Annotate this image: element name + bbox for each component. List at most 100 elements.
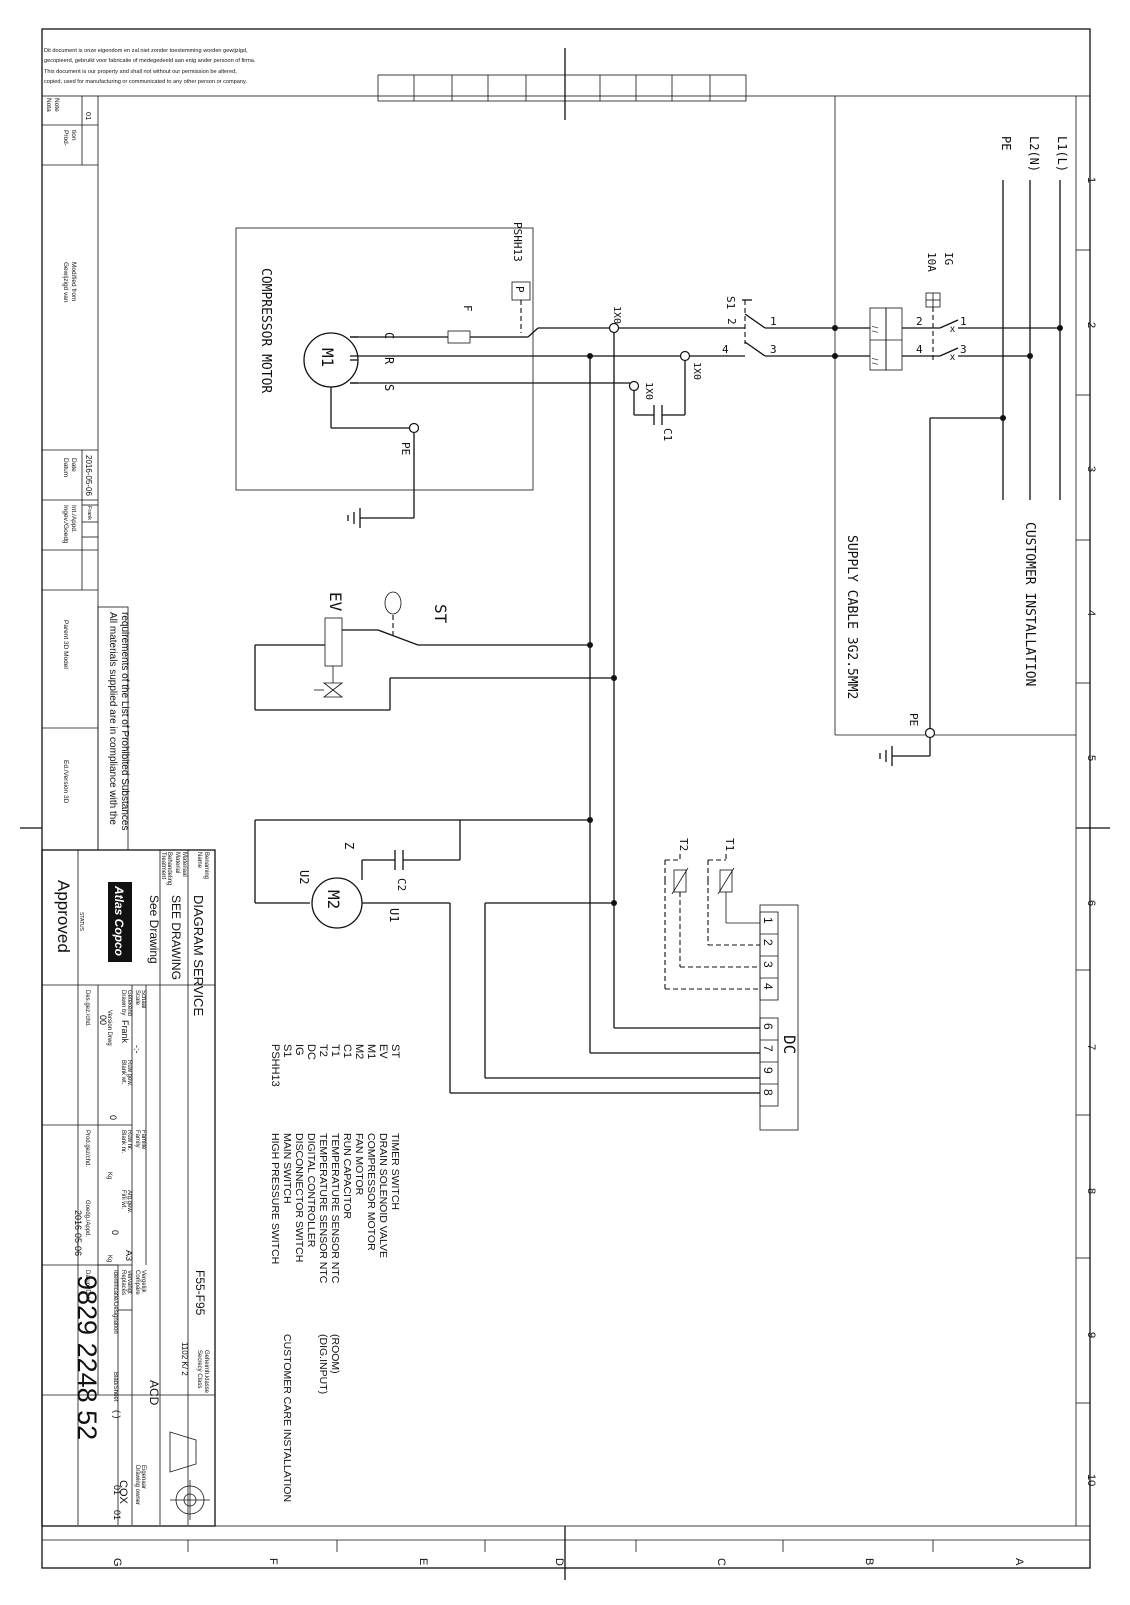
c2-label: C2 xyxy=(395,878,408,891)
zone-letter: E xyxy=(417,1558,429,1565)
atlas-copco-logo: Atlas Copco xyxy=(108,882,132,962)
ig-terminal-3: 3 xyxy=(960,343,967,356)
legend-code: S1 xyxy=(281,1044,293,1057)
supply-cable-label: SUPPLY CABLE 3G2.5MM2 xyxy=(844,535,859,699)
s1-main-switch: 1 2 3 4 S1 xyxy=(722,296,870,359)
m1-pe-label: PE xyxy=(399,442,412,455)
rev-parent: Parent 3D Model xyxy=(62,620,69,669)
sheet-a: 01 xyxy=(112,1485,122,1495)
svg-text:x: x xyxy=(950,352,955,363)
rev-number: 01 xyxy=(84,112,93,120)
s1-terminal-4: 4 xyxy=(722,343,729,356)
rev-tion: tion xyxy=(70,130,77,141)
legend-code: ST xyxy=(389,1044,401,1058)
s1-terminal-3: 3 xyxy=(770,343,777,356)
fan-motor: M2 U2 U1 Z C2 xyxy=(254,817,760,1094)
legend-code: EV xyxy=(377,1044,389,1059)
legend-desc: FAN MOTOR xyxy=(353,1133,365,1196)
motor-s-label: S xyxy=(382,384,396,391)
tb-fini-wt: Fini wt. xyxy=(120,1190,126,1209)
tb-afg-gew: Afg.gew. xyxy=(126,1190,132,1213)
c1-label: C1 xyxy=(661,428,674,441)
tb-scale: Scale xyxy=(134,990,140,1006)
tb-familie: Familie xyxy=(140,1130,146,1150)
zone-number: 3 xyxy=(1085,466,1097,472)
tb-geheim: Geheimh.klasse xyxy=(203,1350,209,1394)
legend-desc: MAIN SWITCH xyxy=(281,1133,293,1204)
tb-blank-nr: Blank nr. xyxy=(120,1130,126,1154)
version-value: 00 xyxy=(98,1015,108,1025)
zone-number: 1 xyxy=(1085,177,1097,183)
pe-earth-label: PE xyxy=(907,713,920,726)
terminal-1x0-mid: 1X0 xyxy=(691,362,702,380)
legend-desc: COMPRESSOR MOTOR xyxy=(365,1133,377,1251)
compressor-motor: M1 C R S COMPRESSOR MOTOR PE xyxy=(235,227,534,528)
tb-ruw-nr: Ruw nr. xyxy=(126,1130,132,1151)
motor-r-label: R xyxy=(382,357,396,365)
treatment-value: See Drawing xyxy=(147,895,161,964)
tb-version-drwg: Version Drwg xyxy=(106,1010,112,1046)
tb-name: Name xyxy=(196,852,202,869)
ig-terminal-4: 4 xyxy=(916,343,923,356)
owner-value: COX xyxy=(117,1480,129,1505)
legend-desc: DISCONNECTOR SWITCH xyxy=(293,1133,305,1262)
legend-desc: TIMER SWITCH xyxy=(389,1133,401,1210)
customer-installation-label: CUSTOMER INSTALLATION xyxy=(1022,522,1037,686)
bottom-zone-strip xyxy=(42,1526,1090,1580)
rev-modified-nl: Gewijzigd van xyxy=(62,262,69,303)
l2-label: L2(N) xyxy=(1027,136,1041,172)
tb-drawn-by: Drawn by xyxy=(120,990,126,1015)
m2-label: M2 xyxy=(324,890,343,909)
appd-date-value: 2016-05-06 xyxy=(73,1210,83,1256)
svg-text:/ /: / / xyxy=(870,358,879,365)
tb-datum-date: Datum/Date xyxy=(84,1270,90,1303)
tb-getekend: Getekend xyxy=(126,990,132,1016)
tb-material: Material xyxy=(174,852,180,873)
legend-code: C1 xyxy=(341,1044,353,1058)
dc-pin: 2 xyxy=(761,939,775,946)
rev-nota: Nota xyxy=(45,98,52,112)
rev-ingev: Ingev./Goedg xyxy=(62,505,69,544)
family-value: F55-F95 xyxy=(193,1270,207,1316)
zone-number: 4 xyxy=(1085,610,1097,616)
pshh13-box: P xyxy=(513,286,526,293)
temperature-sensors: T1 T2 xyxy=(664,838,760,990)
zone-numbers: 1 2 3 4 5 6 7 8 9 10 xyxy=(1085,177,1097,1486)
disclaimer-block: Dit document is onze eigendom en zal nie… xyxy=(44,48,256,85)
disclaimer-line: Dit document is onze eigendom en zal nie… xyxy=(44,48,248,54)
drawing-number: 9829 2248 52 xyxy=(72,1275,102,1440)
tb-materiaal: Materiaal xyxy=(181,852,187,877)
tb-kg-2: Kg xyxy=(106,1255,112,1262)
tb-compare: Compare xyxy=(134,1270,140,1295)
legend-code: M2 xyxy=(353,1044,365,1059)
tb-replaces: Replaces xyxy=(120,1270,126,1295)
blank-value: 0 xyxy=(108,1115,118,1120)
compliance-note: All materials supplied are in compliance… xyxy=(97,606,130,851)
zone-letter: A xyxy=(1013,1558,1025,1566)
rev-prod: Prod- xyxy=(62,130,69,146)
legend-code: T2 xyxy=(317,1044,329,1057)
ig-label: IG xyxy=(942,252,955,265)
zone-letters: A B C D E F G xyxy=(111,1558,1025,1567)
m2-u1-label: U1 xyxy=(387,908,401,922)
legend-note: (DIG.INPUT) xyxy=(317,1334,329,1394)
terminal-1x0-top: 1X0 xyxy=(611,306,622,324)
legend-code: DC xyxy=(305,1044,317,1060)
svg-text:x: x xyxy=(950,324,955,335)
sheet-b: 01 xyxy=(112,1510,122,1520)
zone-number: 2 xyxy=(1085,322,1097,328)
disclaimer-line: copied, used for manufacturing or commun… xyxy=(44,79,247,85)
ig-terminal-1: 1 xyxy=(960,315,967,328)
svg-text:/ /: / / xyxy=(870,326,879,333)
legend-code: T1 xyxy=(329,1044,341,1057)
l1-label: L1(L) xyxy=(1055,136,1069,172)
legend-desc: RUN CAPACITOR xyxy=(341,1133,353,1219)
zone-number: 8 xyxy=(1085,1188,1097,1194)
legend-desc: DRAIN SOLENOID VALVE xyxy=(377,1133,389,1258)
pe-label: PE xyxy=(999,136,1013,150)
zone-letter: G xyxy=(111,1558,123,1567)
t2-label: T2 xyxy=(677,838,690,851)
motor-c-label: C xyxy=(382,332,396,339)
inner-frame xyxy=(41,95,1091,1527)
rev-datum: Datum xyxy=(62,458,69,477)
